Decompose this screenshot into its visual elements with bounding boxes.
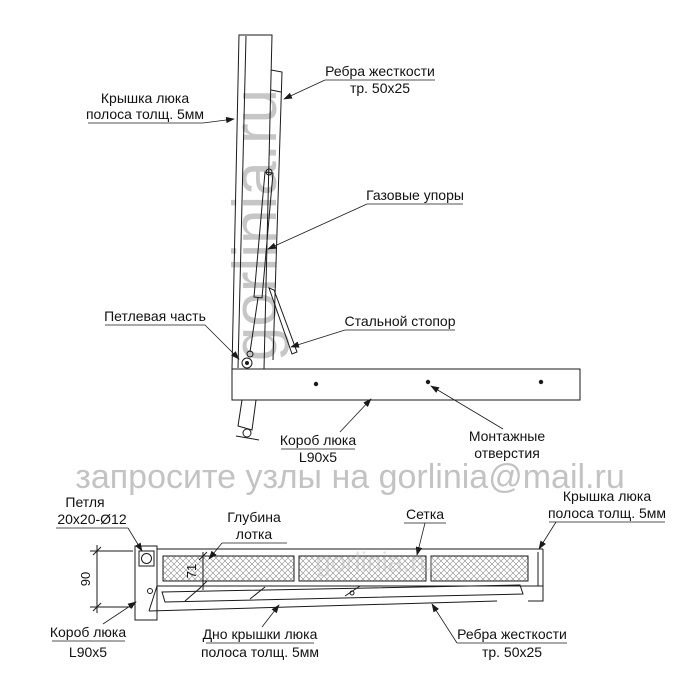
hinge-hole xyxy=(141,553,152,564)
label-ribs-top-line1: Ребра жесткости xyxy=(325,63,435,79)
dimension-height-90: 90 xyxy=(78,545,133,613)
hinge-plate xyxy=(138,550,155,567)
hinge-bracket xyxy=(134,545,158,621)
watermark-banner: запросите узлы на gorlinia@mail.ru xyxy=(75,458,624,496)
label-cover-bv-line2: полоса толщ. 5мм xyxy=(548,505,666,521)
label-mesh-text: Сетка xyxy=(406,506,444,522)
watermark-faint: gorlinia.ru xyxy=(316,547,435,577)
label-hatch-box-bv-line2: L90x5 xyxy=(69,644,107,660)
label-cover-top-line2: полоса толщ. 5мм xyxy=(86,106,204,122)
label-hinge-line1: Петля xyxy=(65,494,104,510)
label-mounting-holes-line1: Монтажные xyxy=(469,428,546,444)
mesh-panel xyxy=(162,555,295,582)
label-tray-depth-line2: лотка xyxy=(236,526,273,542)
label-ribs-top: Ребра жесткости тр. 50x25 xyxy=(283,63,435,100)
label-gas-struts: Газовые упоры xyxy=(267,187,464,250)
mesh-panel xyxy=(430,555,529,582)
label-ribs-bv-line1: Ребра жесткости xyxy=(457,626,567,642)
rib-tube-profile xyxy=(161,584,524,603)
label-gas-struts-text: Газовые упоры xyxy=(366,187,464,203)
label-cover-top: Крышка люка полоса толщ. 5мм xyxy=(86,90,235,124)
label-hinge-line2: 20x20-Ø12 xyxy=(57,511,126,527)
label-tray-depth-line1: Глубина xyxy=(227,509,281,525)
label-cover-bottom-view: Крышка люка полоса толщ. 5мм xyxy=(538,488,666,550)
steel-stopper xyxy=(268,287,298,355)
dim-71-text: 71 xyxy=(184,564,199,578)
hinge-assembly xyxy=(235,357,260,441)
dim-90-text: 90 xyxy=(78,572,93,586)
label-hatch-box-bottom: Короб люка L90x5 xyxy=(50,601,137,660)
label-hatch-box-bv-line1: Короб люка xyxy=(50,624,127,640)
top-view xyxy=(231,34,581,441)
label-cover-bottom-sheet: Дно крышки люка полоса толщ. 5мм xyxy=(201,604,319,660)
label-mesh: Сетка xyxy=(404,506,446,556)
dimension-depth-71: 71 xyxy=(184,551,208,590)
label-mounting-holes-line2: отверстия xyxy=(474,445,540,461)
label-hinge-part-text: Петлевая часть xyxy=(104,308,206,324)
label-ribs-bottom: Ребра жесткости тр. 50x25 xyxy=(431,603,567,660)
label-cover-bottom-line2: полоса толщ. 5мм xyxy=(201,644,319,660)
mesh-panel xyxy=(298,555,427,582)
watermark-vertical: gorlinia.ru xyxy=(221,89,290,361)
label-hatch-box-top-line1: Короб люка xyxy=(280,432,357,448)
label-ribs-bv-line2: тр. 50x25 xyxy=(482,644,542,660)
label-cover-bottom-line1: Дно крышки люка xyxy=(203,626,318,642)
stiffener-rib xyxy=(270,69,283,361)
label-ribs-top-line2: тр. 50x25 xyxy=(350,80,410,96)
label-steel-stopper-text: Стальной стопор xyxy=(344,313,455,329)
label-cover-top-line1: Крышка люка xyxy=(101,90,189,106)
label-cover-bv-line1: Крышка люка xyxy=(563,488,651,504)
label-hatch-box-top-line2: L90x5 xyxy=(299,449,337,465)
label-tray-depth: Глубина лотка xyxy=(208,509,287,560)
label-hinge-part: Петлевая часть xyxy=(104,308,240,360)
label-steel-stopper: Стальной стопор xyxy=(290,313,456,348)
label-hinge-bottom: Петля 20x20-Ø12 xyxy=(56,494,143,552)
gas-strut xyxy=(246,168,274,358)
label-mounting-holes: Монтажные отверстия xyxy=(430,385,546,461)
hatch-box xyxy=(231,368,581,401)
bottom-view: 90 71 xyxy=(78,545,544,621)
label-hatch-box-top: Короб люка L90x5 xyxy=(280,398,372,465)
